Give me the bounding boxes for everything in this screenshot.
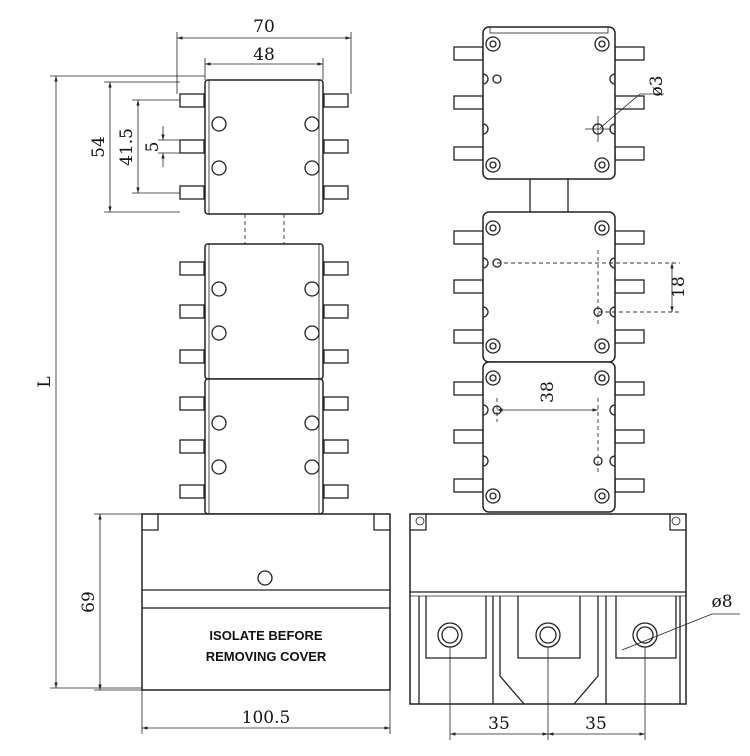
dimension-dia-3: ø3 [599, 75, 667, 129]
front-module-middle [179, 243, 349, 380]
dimension-18-label: 18 [669, 276, 689, 298]
warning-line-1: ISOLATE BEFORE [209, 628, 322, 643]
dimension-48-label: 48 [253, 45, 275, 65]
dimension-69: 69 [79, 513, 142, 691]
top-view: ø3 18 38 ø8 35 35 [409, 26, 740, 740]
dimension-70: 70 [176, 17, 352, 94]
dimension-L: L [35, 75, 205, 689]
dimension-35-left-label: 35 [488, 714, 510, 734]
dimension-54: 54 [89, 81, 180, 213]
dimension-100-5-label: 100.5 [242, 708, 291, 728]
dimension-18: 18 [669, 263, 689, 312]
dimension-dia-8: ø8 [621, 592, 740, 651]
dimension-48: 48 [204, 45, 324, 80]
dimension-L-label: L [35, 376, 55, 387]
dimension-100-5: 100.5 [141, 690, 391, 734]
dimension-35-pair: 35 35 [449, 647, 646, 740]
dimension-38-label: 38 [538, 381, 558, 403]
dimension-dia-3-label: ø3 [647, 75, 667, 96]
dimension-70-label: 70 [253, 17, 275, 37]
terminal-1 [418, 596, 494, 704]
warning-line-2: REMOVING COVER [206, 649, 327, 664]
top-module-1 [453, 26, 645, 180]
dimension-35-right-label: 35 [585, 714, 607, 734]
front-view: ISOLATE BEFORE REMOVING COVER 70 48 54 [35, 17, 391, 734]
top-module-3 [453, 361, 645, 513]
dimension-54-label: 54 [89, 136, 109, 158]
dimension-5: 5 [143, 126, 180, 167]
dimension-69-label: 69 [79, 591, 99, 613]
front-module-lower [179, 378, 349, 515]
dimension-5-label: 5 [143, 142, 163, 153]
terminal-2 [499, 596, 599, 705]
dimension-41-5-label: 41.5 [117, 128, 137, 166]
dimension-41-5: 41.5 [117, 99, 180, 194]
front-base-cover: ISOLATE BEFORE REMOVING COVER [141, 513, 391, 691]
terminal-3 [605, 596, 681, 704]
dimension-dia-8-label: ø8 [711, 592, 732, 612]
top-module-2 [453, 211, 680, 363]
dimension-38: 38 [497, 381, 598, 412]
front-module-top [179, 79, 349, 215]
